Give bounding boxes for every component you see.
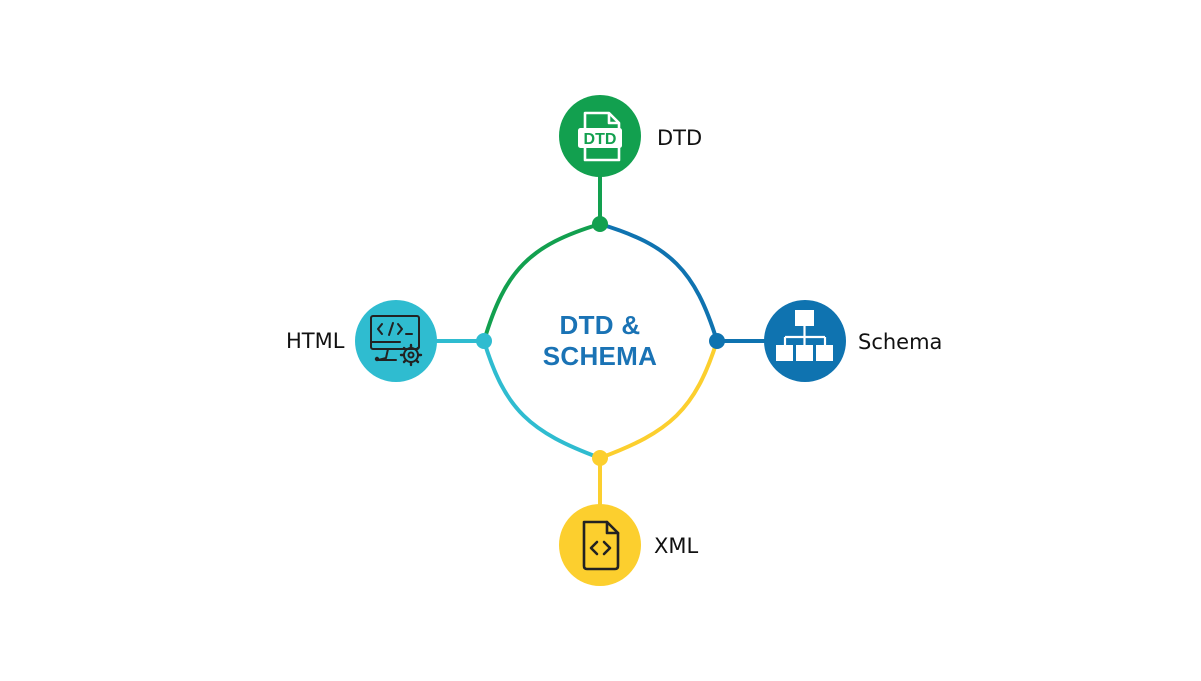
- junction-dot-html: [476, 333, 492, 349]
- junction-dot-dtd: [592, 216, 608, 232]
- html-label: HTML: [286, 329, 345, 353]
- sitemap-icon: [776, 310, 833, 361]
- dtd-icon-text: DTD: [584, 131, 617, 148]
- dtd-label: DTD: [657, 126, 703, 150]
- arc-html-xml: [482, 340, 601, 460]
- code-file-icon: [582, 520, 620, 571]
- arc-dtd-html: [482, 222, 601, 342]
- xml-node: [559, 504, 641, 586]
- monitor-code-icon: [370, 315, 423, 367]
- center-title-line-2: SCHEMA: [542, 341, 658, 371]
- schema-node: [764, 300, 846, 382]
- junction-dot-schema: [709, 333, 725, 349]
- xml-node-circle: [559, 504, 641, 586]
- center-title: DTD & SCHEMA: [500, 310, 700, 372]
- html-node: [355, 300, 437, 382]
- arc-dtd-schema: [599, 222, 719, 342]
- schema-label: Schema: [858, 330, 943, 354]
- junction-dot-xml: [592, 450, 608, 466]
- arc-schema-xml: [599, 340, 719, 460]
- center-title-line-1: DTD &: [559, 310, 641, 340]
- dtd-node: DTD: [559, 95, 641, 177]
- xml-label: XML: [654, 534, 699, 558]
- dtd-file-icon: DTD: [578, 111, 622, 162]
